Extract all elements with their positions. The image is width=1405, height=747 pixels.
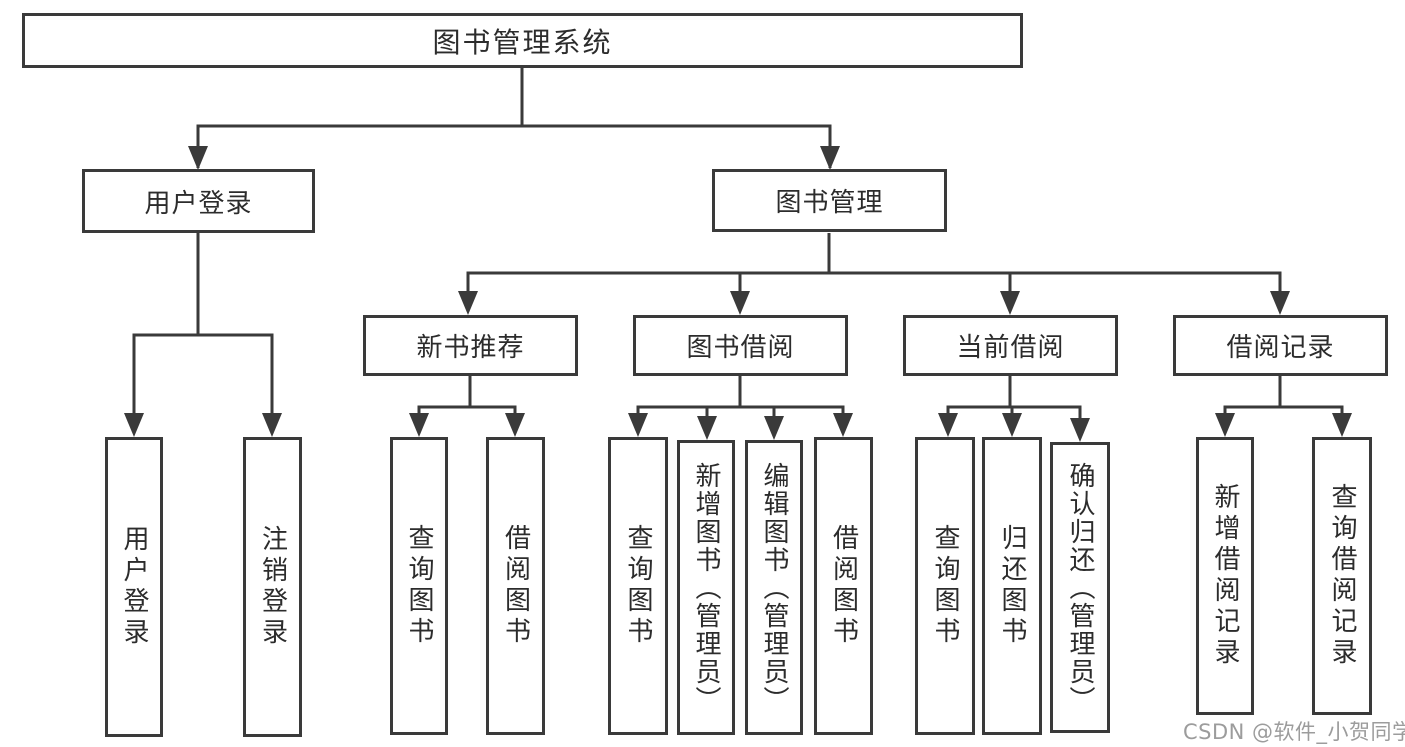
arrow-down-icon xyxy=(505,413,525,437)
arrow-down-icon xyxy=(124,413,144,437)
node-current-borrow: 当前借阅 xyxy=(903,315,1118,376)
arrow-down-icon xyxy=(730,291,750,315)
leaf-query-books-borrow: 查询图书 xyxy=(608,437,668,735)
arrow-down-icon xyxy=(820,146,840,170)
leaf-query-borrow-record: 查询借阅记录 xyxy=(1312,437,1372,715)
edge-recommend-to-leaves xyxy=(409,376,525,437)
arrow-down-icon xyxy=(1332,413,1352,437)
leaf-add-books-admin: 新增图书（管理员） xyxy=(677,440,735,735)
arrow-down-icon xyxy=(764,416,784,440)
arrow-down-icon xyxy=(628,413,648,437)
arrow-down-icon xyxy=(409,413,429,437)
arrow-down-icon xyxy=(1270,291,1290,315)
csdn-watermark: CSDN @软件_小贺同学 xyxy=(1183,720,1405,744)
leaf-query-books-current: 查询图书 xyxy=(915,437,975,735)
leaf-user-login: 用户登录 xyxy=(105,437,163,737)
node-borrow-records: 借阅记录 xyxy=(1173,315,1388,376)
leaf-borrow-books: 借阅图书 xyxy=(814,437,873,735)
arrow-down-icon xyxy=(262,413,282,437)
leaf-return-books: 归还图书 xyxy=(982,437,1042,735)
node-new-book-recommend: 新书推荐 xyxy=(363,315,578,376)
leaf-add-borrow-record: 新增借阅记录 xyxy=(1196,437,1254,715)
node-user-login: 用户登录 xyxy=(82,169,315,233)
leaf-query-books-recommend: 查询图书 xyxy=(390,437,448,735)
node-book-borrow: 图书借阅 xyxy=(633,315,848,376)
node-book-management: 图书管理 xyxy=(712,169,947,232)
node-root: 图书管理系统 xyxy=(22,13,1023,68)
arrow-down-icon xyxy=(1000,291,1020,315)
leaf-borrow-books-recommend: 借阅图书 xyxy=(486,437,545,735)
edge-records-to-leaves xyxy=(1215,376,1352,437)
leaf-edit-books-admin: 编辑图书（管理员） xyxy=(745,440,803,735)
edge-bookmgmt-to-level3 xyxy=(458,233,1290,315)
arrow-down-icon xyxy=(938,413,958,437)
arrow-down-icon xyxy=(188,146,208,170)
leaf-logout-login: 注销登录 xyxy=(243,437,302,737)
edge-borrow-to-leaves xyxy=(628,376,853,440)
leaf-confirm-return-admin: 确认归还（管理员） xyxy=(1050,442,1110,733)
arrow-down-icon xyxy=(1002,413,1022,437)
edge-current-to-leaves xyxy=(938,376,1090,442)
arrow-down-icon xyxy=(833,413,853,437)
edge-userlogin-to-leaves xyxy=(124,233,282,437)
arrow-down-icon xyxy=(458,291,478,315)
arrow-down-icon xyxy=(1215,413,1235,437)
edge-root-to-level2 xyxy=(188,68,840,170)
arrow-down-icon xyxy=(1070,418,1090,442)
arrow-down-icon xyxy=(697,416,717,440)
